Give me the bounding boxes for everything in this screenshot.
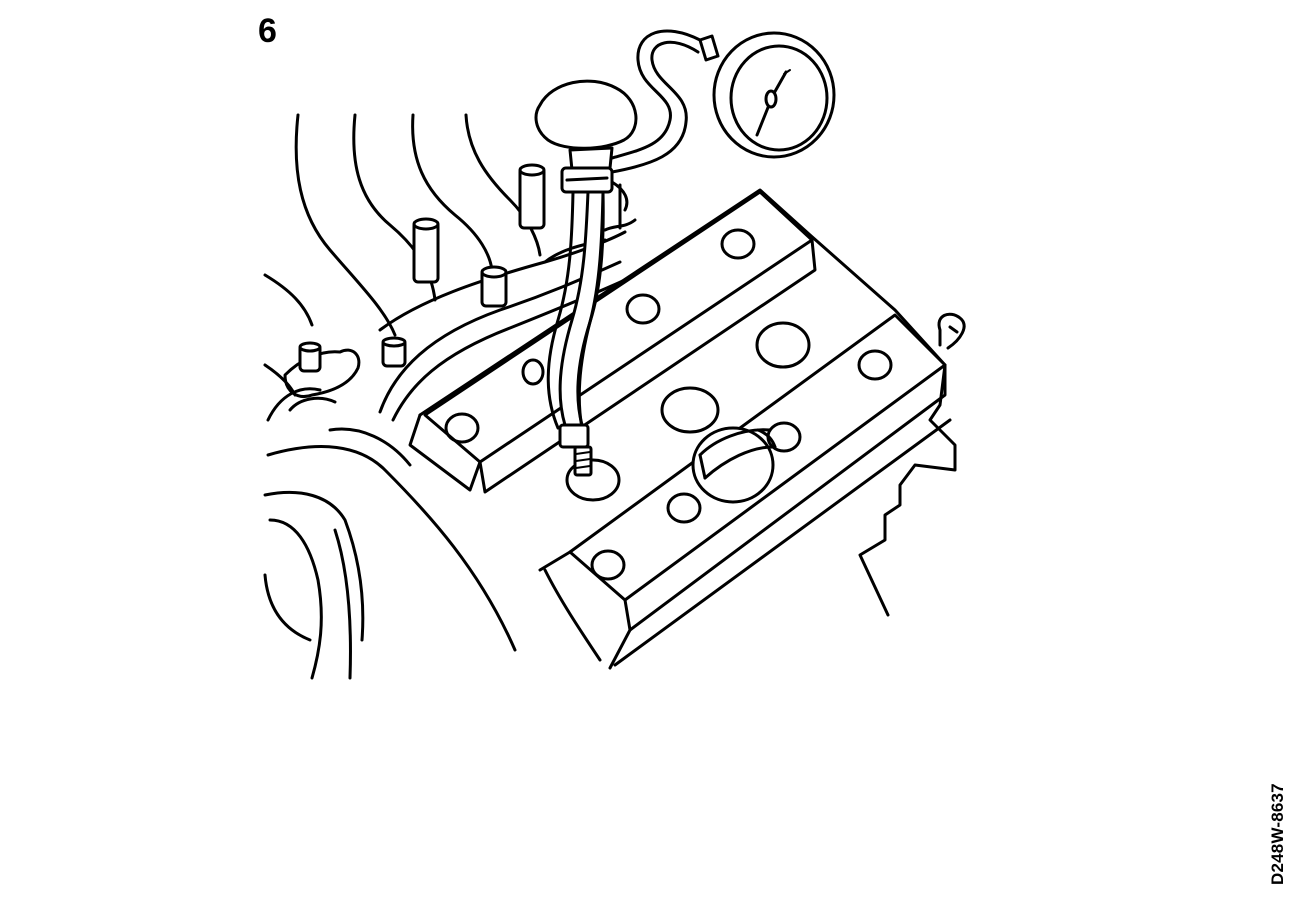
adapter-hose [546,190,605,477]
fuel-injector [480,265,508,308]
cover-hole [625,293,661,325]
gauge-hose [603,29,702,232]
cover-hole [660,386,720,434]
fuel-injectors [298,163,546,373]
step-number: 6 [258,12,277,50]
cover-hole [755,321,811,369]
cover-hole [521,358,545,386]
fuel-injector [412,217,440,284]
fuel-injector [298,341,322,373]
compression-gauge [698,31,836,159]
spark-plug-well [565,458,621,502]
cover-hole [720,228,756,260]
cover-hole [857,349,893,381]
intake-manifold [263,113,627,680]
spark-plug-holes [444,228,893,581]
cylinder-head [408,188,966,670]
oil-filler-cap [691,426,777,504]
fuel-injector [518,163,546,230]
cover-hole [666,492,702,524]
figure-code: D248W-8637 [1268,783,1287,885]
fuel-injector [381,336,407,368]
cover-hole [590,549,626,581]
rubber-bulb [534,79,638,194]
cover-hole [444,412,480,444]
